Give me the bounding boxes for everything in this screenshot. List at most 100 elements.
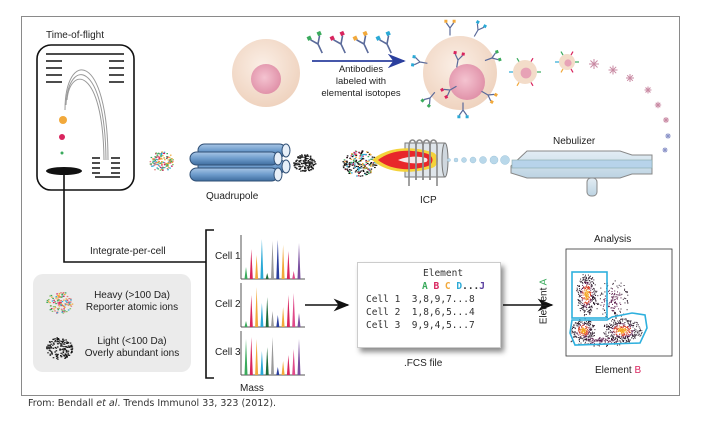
scatter-point bbox=[622, 329, 624, 330]
scatter-point bbox=[583, 276, 585, 278]
scatter-point bbox=[589, 320, 591, 322]
scatter-point bbox=[616, 322, 618, 324]
ion-particle bbox=[361, 163, 364, 166]
scatter-point bbox=[590, 286, 592, 288]
scatter-point bbox=[615, 338, 616, 340]
ion-particle bbox=[350, 169, 353, 171]
scatter-point bbox=[610, 287, 612, 289]
scatter-point bbox=[586, 338, 587, 340]
ion-particle bbox=[66, 299, 69, 301]
scatter-point bbox=[614, 328, 616, 330]
scatter-point bbox=[622, 331, 624, 333]
ion-particle bbox=[359, 171, 361, 173]
ion-particle bbox=[54, 301, 56, 303]
scatter-point bbox=[604, 342, 606, 344]
scatter-point bbox=[583, 336, 585, 338]
scatter-point bbox=[620, 330, 622, 332]
scatter-point bbox=[597, 304, 599, 305]
ion-particle bbox=[49, 353, 52, 355]
scatter-point bbox=[618, 284, 620, 286]
scatter-point bbox=[607, 335, 609, 336]
ion-particle bbox=[52, 302, 55, 304]
ion-particle bbox=[169, 158, 172, 160]
legend-light: Light (<100 Da) Overly abundant ions bbox=[77, 336, 187, 360]
scatter-point bbox=[577, 285, 579, 287]
ion-particle bbox=[50, 351, 53, 353]
ion-particle bbox=[56, 293, 58, 295]
ion-particle bbox=[301, 156, 304, 158]
ion-particle bbox=[164, 159, 166, 161]
scatter-point bbox=[621, 330, 623, 332]
fcs-row: Cell 2 1,8,6,5...4 bbox=[366, 307, 475, 318]
scatter-point bbox=[634, 328, 636, 330]
ion-particle bbox=[155, 162, 157, 164]
scatter-point bbox=[611, 331, 613, 333]
scatter-point bbox=[601, 338, 603, 340]
ion-particle bbox=[165, 165, 168, 167]
scatter-point bbox=[583, 304, 585, 306]
scatter-point bbox=[593, 332, 595, 334]
ion-particle bbox=[367, 156, 370, 158]
ion-particle bbox=[354, 171, 357, 173]
ion-particle bbox=[308, 164, 311, 166]
scatter-point bbox=[579, 320, 581, 322]
ion-particle bbox=[158, 158, 161, 161]
ion-particle bbox=[370, 162, 373, 164]
scatter-point bbox=[577, 290, 579, 292]
scatter-point bbox=[602, 338, 604, 340]
ion-particle bbox=[355, 170, 358, 172]
scatter-point bbox=[585, 299, 587, 301]
scatter-point bbox=[614, 303, 616, 304]
ion-particle bbox=[167, 156, 169, 158]
scatter-point bbox=[634, 336, 635, 338]
ion-particle bbox=[63, 308, 65, 310]
scatter-point bbox=[618, 308, 620, 310]
ion-particle bbox=[61, 353, 64, 355]
ion-particle bbox=[46, 346, 48, 348]
scatter-point bbox=[619, 323, 621, 325]
ion-particle bbox=[46, 347, 48, 349]
ion-particle bbox=[62, 351, 65, 353]
ion-particle bbox=[60, 345, 62, 347]
mass-axis-label: Mass bbox=[240, 383, 264, 394]
scatter-point bbox=[588, 321, 590, 323]
scatter-point bbox=[580, 325, 582, 327]
scatter-point bbox=[621, 318, 623, 320]
scatter-point bbox=[600, 304, 602, 306]
scatter-point bbox=[589, 335, 591, 336]
ion-particle bbox=[67, 342, 69, 344]
scatter-point bbox=[614, 342, 616, 344]
ion-particle bbox=[300, 159, 302, 161]
scatter-point bbox=[616, 337, 618, 339]
ion-particle bbox=[54, 310, 56, 312]
scatter-point bbox=[632, 325, 634, 326]
scatter-point bbox=[614, 292, 616, 294]
scatter-point bbox=[589, 282, 591, 284]
scatter-point bbox=[594, 303, 596, 305]
scatter-point bbox=[629, 339, 631, 341]
scatter-point bbox=[618, 330, 619, 332]
scatter-point bbox=[582, 287, 584, 289]
ion-particle bbox=[152, 165, 155, 167]
fcs-column-letter: B bbox=[433, 281, 445, 292]
scatter-point bbox=[585, 295, 587, 297]
scatter-point bbox=[617, 336, 619, 338]
ion-particle bbox=[54, 346, 57, 349]
scatter-point bbox=[592, 298, 594, 299]
spectrum-peak bbox=[271, 241, 274, 279]
ion-particle bbox=[166, 156, 168, 158]
scatter-point bbox=[598, 345, 600, 347]
ion-particle bbox=[306, 165, 309, 167]
ion-particle bbox=[295, 162, 297, 165]
scatter-point bbox=[591, 278, 593, 280]
scatter-point bbox=[612, 296, 614, 298]
scatter-point bbox=[613, 321, 615, 323]
scatter-point bbox=[591, 334, 593, 336]
scatter-point bbox=[627, 320, 629, 322]
scatter-point bbox=[615, 296, 617, 298]
ion-particle bbox=[358, 157, 361, 159]
ion-particle bbox=[361, 150, 364, 152]
ion-particle bbox=[59, 348, 61, 350]
ion-particle bbox=[52, 306, 55, 308]
ion-particle bbox=[358, 164, 361, 166]
